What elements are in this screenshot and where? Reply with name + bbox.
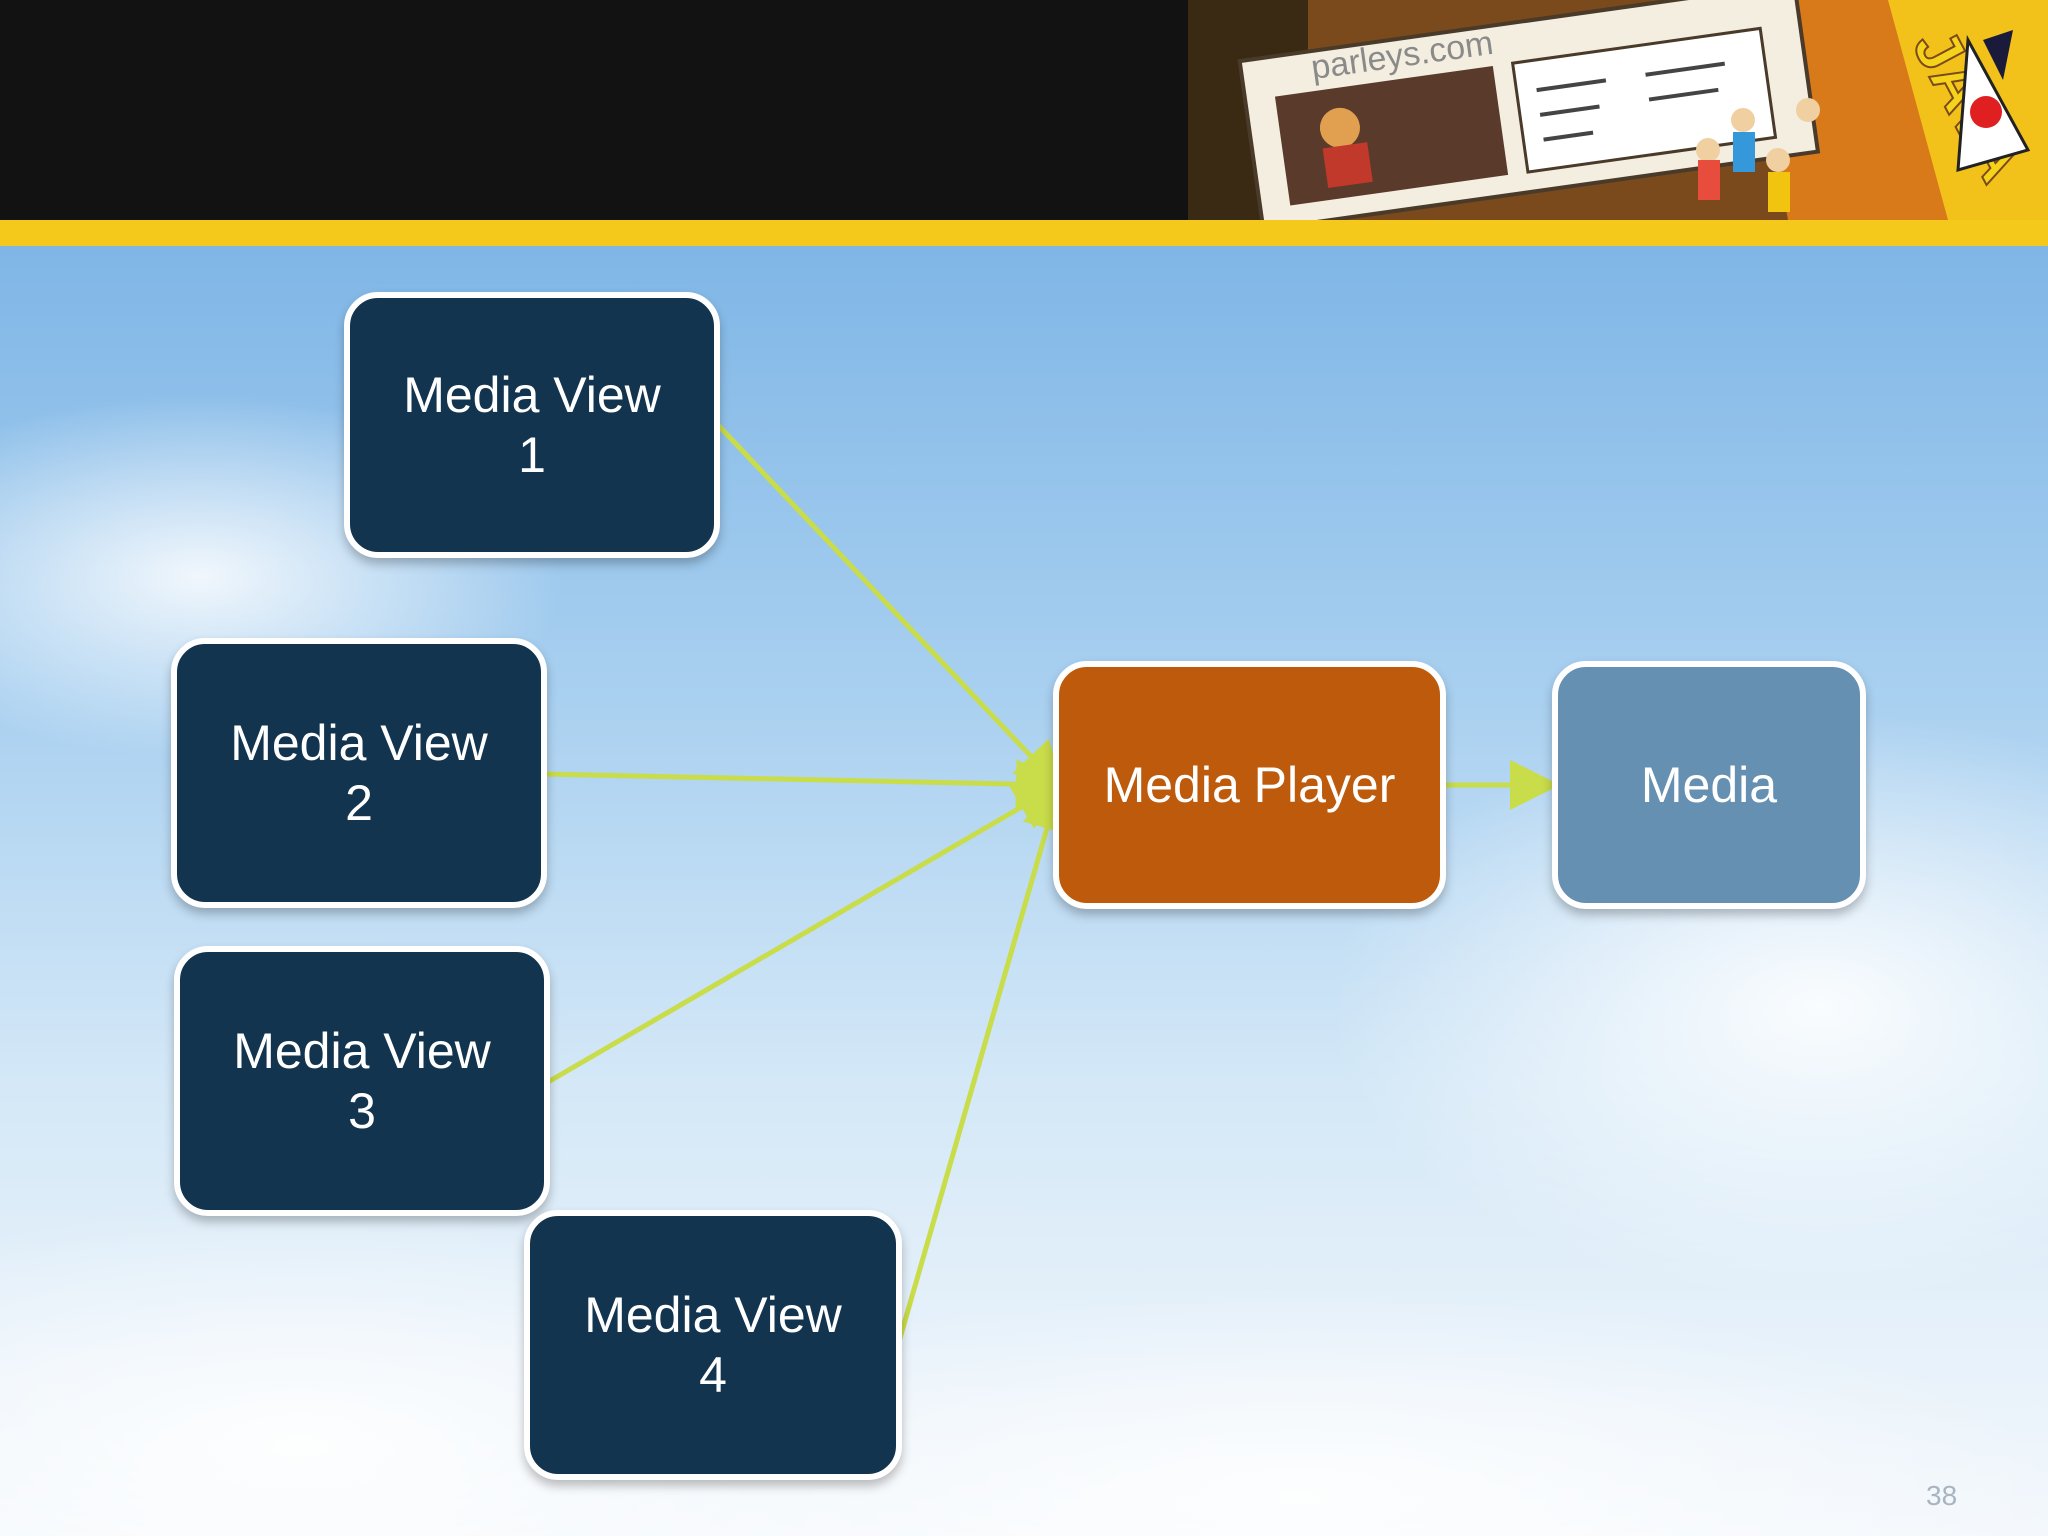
node-media-view-2: Media View 2	[171, 638, 547, 908]
edge-mv4-player	[895, 780, 1071, 1346]
edge-mv1-player	[716, 423, 1065, 793]
node-media-player-label: Media Player	[1103, 757, 1396, 813]
node-media-label: Media	[1640, 757, 1778, 813]
node-media-view-3: Media View 3	[174, 946, 550, 1216]
header-accent-band	[0, 220, 2048, 246]
node-media-view-4: Media View 4	[524, 1210, 902, 1480]
node-media-view-2-label: Media View 2	[230, 715, 488, 831]
node-media-view-3-label: Media View 3	[233, 1023, 491, 1139]
edge-mv3-player	[546, 781, 1065, 1085]
node-media: Media	[1552, 661, 1866, 909]
parleys-banner-illustration: parleys.com JAVA	[1188, 0, 2048, 220]
node-media-player: Media Player	[1053, 661, 1446, 909]
edge-mv2-player	[543, 759, 1066, 810]
node-media-view-1: Media View 1	[344, 292, 720, 558]
slide-page-number: 38	[1926, 1480, 1958, 1511]
node-media-view-1-label: Media View 1	[403, 367, 661, 483]
node-media-view-4-label: Media View 4	[584, 1287, 842, 1403]
